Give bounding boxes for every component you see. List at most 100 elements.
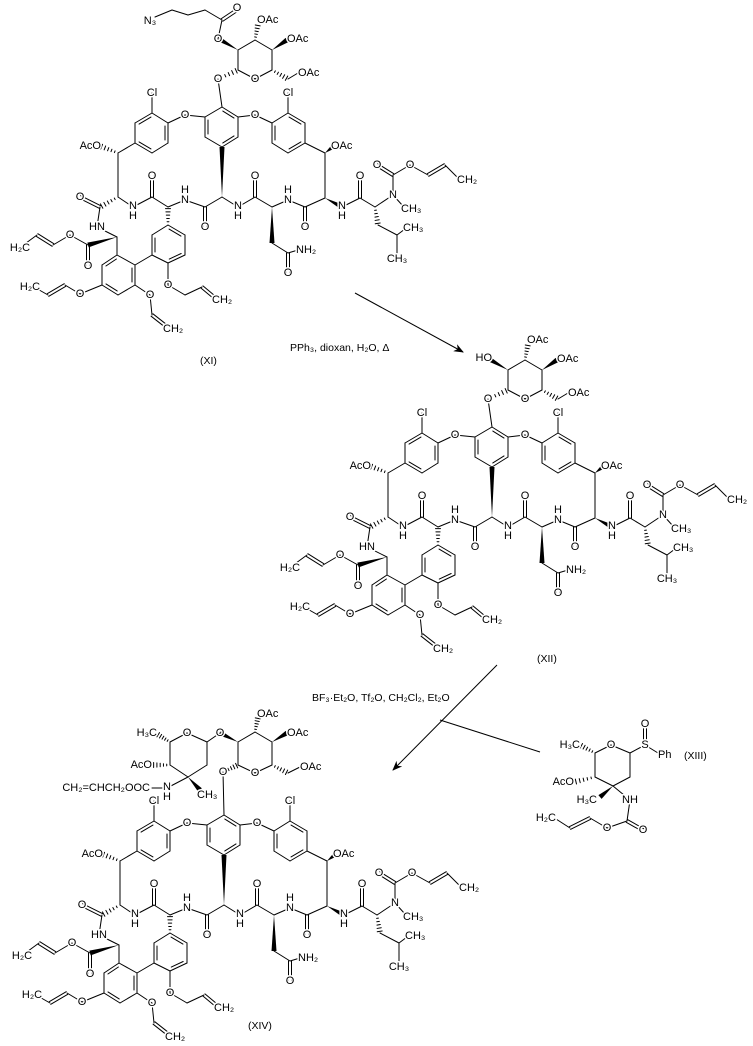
- bond: [134, 112, 153, 124]
- atom-label: N: [234, 200, 242, 212]
- bond: [39, 941, 57, 953]
- wedge-bond: [327, 906, 346, 918]
- wedge-bond: [87, 237, 117, 248]
- reaction-arrow-2: [392, 664, 498, 771]
- bond: [589, 817, 608, 829]
- bond: [629, 744, 646, 754]
- hash-bond: [374, 222, 381, 225]
- hash-bond: [579, 743, 584, 749]
- bond: [134, 254, 153, 266]
- bond: [507, 434, 526, 438]
- bond: [206, 732, 221, 743]
- bond: [366, 526, 371, 548]
- atom-label: OAc: [527, 334, 549, 346]
- hash-bond: [284, 769, 289, 776]
- atom-label: O: [639, 824, 648, 836]
- hash-bond: [103, 145, 107, 151]
- bond: [644, 744, 659, 754]
- bond: [375, 578, 387, 587]
- bond: [107, 991, 120, 1000]
- bond: [375, 165, 393, 177]
- hash-bond: [279, 767, 282, 772]
- bond: [154, 1021, 170, 1034]
- bond: [421, 462, 439, 474]
- atom-label: H: [338, 210, 346, 222]
- bond: [487, 398, 493, 428]
- hash-bond: [524, 344, 531, 347]
- bond: [224, 818, 237, 827]
- bond: [376, 902, 396, 916]
- atom-label: O: [346, 608, 355, 620]
- atom-label: HN: [359, 541, 375, 553]
- bond: [33, 286, 49, 296]
- atom-label: N: [129, 200, 137, 212]
- atom-label: O: [146, 289, 155, 301]
- bond: [421, 574, 439, 584]
- bond: [524, 516, 543, 528]
- bond: [594, 744, 612, 754]
- bond: [558, 436, 572, 445]
- bond: [524, 434, 543, 444]
- bond: [50, 993, 69, 1005]
- bond: [134, 284, 151, 296]
- bond: [167, 254, 186, 264]
- bond: [186, 994, 205, 1004]
- bond: [379, 932, 400, 944]
- atom-label: HN: [89, 221, 105, 233]
- hash-bond: [582, 744, 586, 750]
- bond: [374, 194, 394, 208]
- bond: [361, 905, 378, 916]
- bond: [206, 814, 225, 826]
- atom-label: O: [484, 393, 493, 405]
- atom-label: OAc: [333, 848, 355, 860]
- atom-label: N: [340, 908, 348, 920]
- bond: [541, 562, 559, 574]
- bond: [140, 849, 154, 858]
- hash-bond: [105, 909, 109, 915]
- atom-label: N: [131, 908, 139, 920]
- bond: [256, 822, 275, 832]
- bond: [291, 554, 308, 567]
- hash-bond: [276, 766, 279, 770]
- atom-label: O: [78, 996, 87, 1008]
- bond: [307, 553, 325, 565]
- hash-bond: [376, 520, 380, 525]
- bond: [116, 254, 136, 266]
- bond: [254, 39, 273, 51]
- hash-bond: [383, 517, 386, 521]
- atom-label: AcO: [553, 776, 575, 788]
- hash-bond: [376, 927, 382, 929]
- bond: [666, 548, 676, 556]
- bond: [316, 603, 335, 615]
- bond: [287, 249, 299, 254]
- atom-label: O: [219, 766, 228, 778]
- atom-label: NH₂: [296, 244, 316, 256]
- bond: [107, 966, 119, 975]
- wedge-bond: [357, 557, 387, 568]
- bond: [167, 199, 186, 208]
- bond: [438, 548, 452, 557]
- bond: [662, 514, 674, 527]
- wedge-bond: [272, 37, 289, 50]
- atom-label: OAc: [287, 33, 309, 45]
- atom-label: N₃: [144, 15, 156, 27]
- bond: [507, 516, 526, 528]
- bond: [289, 850, 308, 862]
- bond: [287, 766, 301, 774]
- bond: [254, 114, 273, 124]
- bond: [437, 544, 456, 556]
- hash-bond: [108, 908, 112, 913]
- hash-bond: [227, 72, 231, 77]
- bond: [169, 907, 188, 916]
- bond: [187, 764, 208, 778]
- bond: [387, 516, 404, 528]
- bond: [103, 962, 120, 974]
- atom-label: NH: [622, 794, 638, 806]
- hash-bond: [578, 778, 581, 784]
- bond: [98, 934, 120, 946]
- bond: [454, 606, 473, 616]
- atom-label: CH₂: [214, 1002, 234, 1014]
- bond: [169, 992, 188, 1004]
- atom-label: O: [66, 229, 75, 241]
- hash-bond: [376, 924, 381, 926]
